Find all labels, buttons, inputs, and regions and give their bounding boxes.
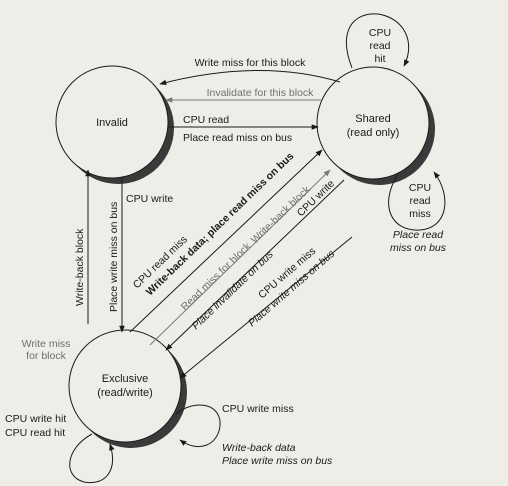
state-shared-sublabel: (read only) [347,127,400,139]
edge-exclusive-self-hits [69,433,115,484]
label-cpu-write-invalid: CPU write [126,193,173,205]
label-write-miss-for-this-block: Write miss for this block [195,57,306,69]
edge-shared-to-exclusive-write-miss [179,236,353,379]
label-write-miss-for-block-2: for block [26,350,66,362]
edge-exclusive-to-shared-read-miss-gray [149,169,331,346]
edge-exclusive-self-write-miss [175,404,221,447]
label-shared-read-miss-2: read [409,195,430,207]
state-invalid-label: Invalid [96,117,128,129]
label-cpu-read: CPU read [183,114,229,126]
label-shared-read-hit-2: read [369,40,390,52]
label-cpu-write-miss-exclusive: CPU write miss [222,403,294,415]
edge-shared-self-read-hit [346,13,410,69]
label-write-miss-for-block-1: Write miss [22,338,71,350]
state-exclusive-label: Exclusive [102,373,148,385]
label-shared-read-miss-1: CPU [409,182,431,194]
label-place-write-miss-on-bus: Place write miss on bus [108,202,120,312]
label-cpu-write-hit: CPU write hit [5,413,66,425]
edge-shared-to-invalid-write-miss [159,70,341,86]
label-place-read-miss-1: Place read [393,229,444,241]
label-place-read-miss-on-bus: Place read miss on bus [183,132,292,144]
label-place-write-miss-on-bus-exclusive: Place write miss on bus [222,455,333,467]
label-shared-read-hit-1: CPU [369,27,391,39]
label-write-back-data: Write-back data [222,442,296,454]
state-exclusive: Exclusive (read/write) [68,329,187,448]
label-shared-read-miss-3: miss [409,208,431,220]
label-write-back-block-left: Write-back block [74,228,86,306]
label-shared-read-hit-3: hit [374,53,385,65]
label-invalidate-for-this-block: Invalidate for this block [207,87,315,99]
state-invalid: Invalid [55,65,174,184]
state-shared: Shared (read only) [316,66,435,185]
label-place-read-miss-2: miss on bus [390,242,447,254]
state-exclusive-sublabel: (read/write) [97,387,153,399]
edge-exclusive-to-shared-read-miss [129,149,323,333]
edge-shared-to-exclusive-cpu-write [165,179,345,351]
state-shared-label: Shared [355,113,390,125]
label-cpu-read-hit: CPU read hit [5,427,65,439]
edge-shared-self-read-miss [388,171,446,231]
